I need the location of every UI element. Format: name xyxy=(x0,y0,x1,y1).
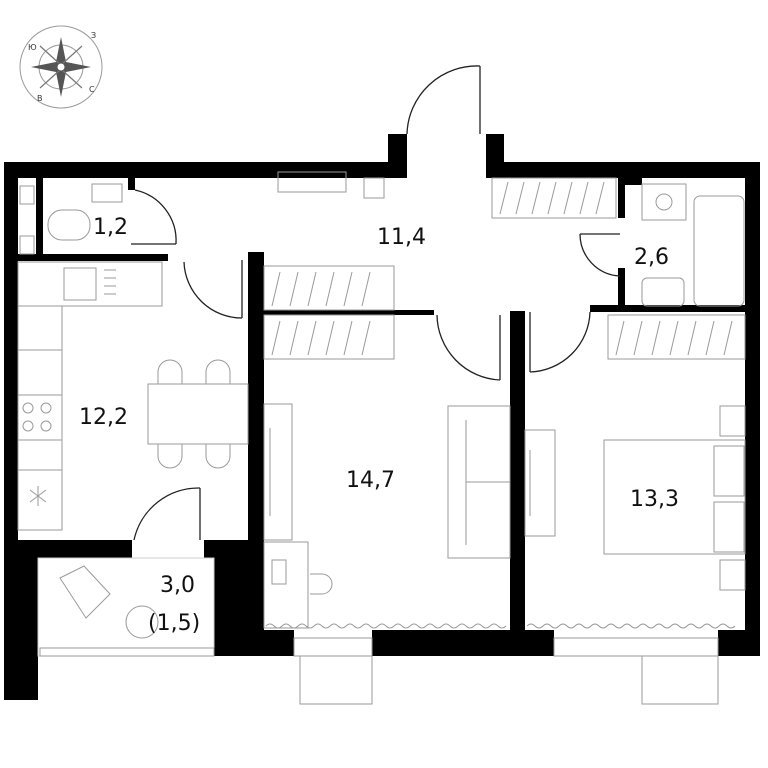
room-labels: 1,2 11,4 2,6 12,2 14,7 13,3 3,0 (1,5) xyxy=(79,215,679,636)
bathroom-small-area-label: 1,2 xyxy=(93,215,128,240)
loggia-reduced-area-label: (1,5) xyxy=(148,611,200,636)
compass-south-letter: В xyxy=(37,94,43,103)
loggia-area-label: 3,0 xyxy=(160,573,195,598)
compass-east-letter: С xyxy=(89,85,95,94)
windows xyxy=(39,623,736,705)
bathroom-area-label: 2,6 xyxy=(634,245,669,270)
bedroom-area-label: 13,3 xyxy=(630,487,679,512)
compass-north-letter: З xyxy=(91,31,96,40)
compass-west-letter: Ю xyxy=(28,43,37,52)
doors xyxy=(131,65,621,541)
compass-rose-icon: Ю З В С xyxy=(19,25,103,109)
hall-area-label: 11,4 xyxy=(377,225,426,250)
living-room-area-label: 14,7 xyxy=(346,468,395,493)
kitchen-area-label: 12,2 xyxy=(79,405,128,430)
walls xyxy=(4,134,760,700)
